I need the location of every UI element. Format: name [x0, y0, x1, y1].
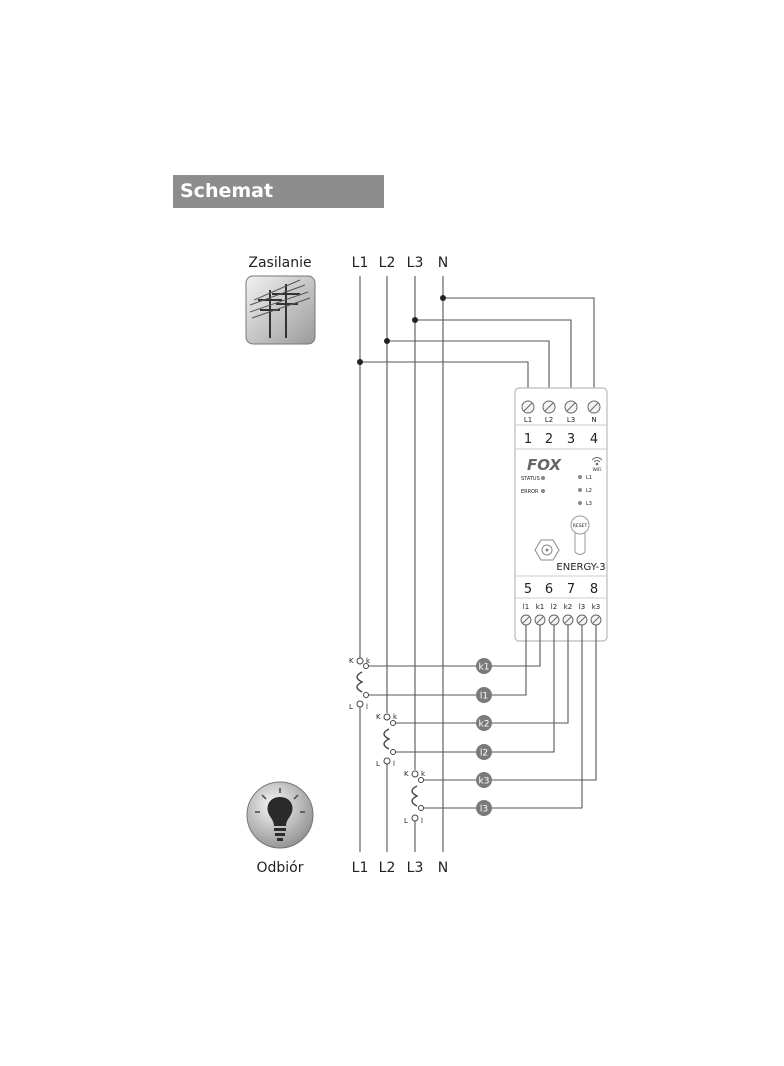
ct3-mark-K: K [404, 770, 409, 778]
terminal-number-1: 1 [524, 432, 532, 447]
line-label-bottom-l1: L1 [352, 860, 369, 876]
phase-led-label-l2: L2 [586, 488, 592, 494]
svg-text:k2: k2 [479, 720, 490, 730]
line-label-bottom-n: N [438, 860, 448, 876]
reset-button[interactable] [570, 515, 590, 555]
terminal-number-8: 8 [590, 582, 598, 597]
ct2-mark-L: L [376, 760, 380, 768]
ct3-mark-L: L [404, 817, 408, 825]
power-pylon-icon [245, 275, 316, 345]
line-label-top-n: N [438, 255, 448, 271]
model-label: ENERGY-3 [556, 562, 605, 573]
ct2-mark-l: l [393, 760, 395, 768]
supply-label: Zasilanie [248, 255, 311, 271]
top-screw-terminals [521, 400, 601, 414]
terminal-label-bottom-k2: k2 [564, 603, 573, 611]
light-bulb-icon [246, 781, 314, 849]
wifi-icon [591, 457, 603, 466]
antenna-connector-icon [534, 539, 560, 561]
ct1-mark-l: l [366, 703, 368, 711]
status-led [541, 476, 545, 480]
svg-text:l3: l3 [480, 805, 488, 815]
terminal-label-bottom-k1: k1 [536, 603, 545, 611]
svg-text:l1: l1 [480, 692, 488, 702]
wire-badge-k2: k2 [476, 715, 492, 731]
ct1-mark-K: K [349, 657, 354, 665]
wire-badge-k3: k3 [476, 772, 492, 788]
wire-badge-k1: k1 [476, 658, 492, 674]
terminal-label-bottom-l1: l1 [523, 603, 529, 611]
wire-badge-l1: l1 [476, 687, 492, 703]
error-led [541, 489, 545, 493]
terminal-label-bottom-l3: l3 [579, 603, 585, 611]
wifi-label: WiFi [592, 467, 601, 473]
terminal-number-2: 2 [545, 432, 553, 447]
phase-led-label-l1: L1 [586, 475, 592, 481]
line-label-top-l2: L2 [379, 255, 396, 271]
phase-led-l3 [578, 501, 582, 505]
ct2-mark-k: k [393, 713, 398, 721]
ct1-mark-k: k [366, 657, 371, 665]
svg-text:k3: k3 [479, 777, 490, 787]
terminal-label-bottom-k3: k3 [592, 603, 601, 611]
terminal-label-bottom-l2: l2 [551, 603, 557, 611]
wire-badge-l3: l3 [476, 800, 492, 816]
line-label-top-l1: L1 [352, 255, 369, 271]
terminal-number-4: 4 [590, 432, 598, 447]
wire-badge-l2: l2 [476, 744, 492, 760]
terminal-label-l2: L2 [545, 416, 553, 424]
error-label: ERROR [521, 489, 539, 495]
bottom-screw-terminals [520, 614, 602, 626]
ct3-mark-k: k [421, 770, 426, 778]
supply-taps [360, 297, 595, 400]
terminal-number-6: 6 [545, 582, 553, 597]
terminal-number-5: 5 [524, 582, 532, 597]
phase-led-label-l3: L3 [586, 501, 592, 507]
terminal-number-7: 7 [567, 582, 575, 597]
phase-led-l2 [578, 488, 582, 492]
junction-dots [357, 295, 446, 365]
svg-text:l2: l2 [480, 749, 488, 759]
load-label: Odbiór [256, 860, 303, 876]
terminal-label-l1: L1 [524, 416, 532, 424]
current-transformer-3 [411, 770, 424, 822]
brand-logo: FOX [527, 456, 562, 474]
page-title: Schemat podłączenia [173, 175, 384, 235]
reset-label: RESET [573, 523, 588, 529]
line-label-bottom-l2: L2 [379, 860, 396, 876]
terminal-number-3: 3 [567, 432, 575, 447]
phase-led-l1 [578, 475, 582, 479]
current-transformer-2 [383, 713, 396, 765]
ct2-mark-K: K [376, 713, 381, 721]
current-transformer-1 [356, 657, 369, 708]
main-lines [359, 276, 444, 852]
energy-meter-device: L1 L2 L3 N 1 2 3 4 FOX WiFi STATUS ERROR… [514, 387, 608, 642]
line-label-bottom-l3: L3 [407, 860, 424, 876]
ct1-mark-L: L [349, 703, 353, 711]
terminal-label-n: N [591, 416, 596, 424]
svg-text:k1: k1 [479, 663, 490, 673]
status-label: STATUS [521, 476, 540, 482]
line-label-top-l3: L3 [407, 255, 424, 271]
ct3-mark-l: l [421, 817, 423, 825]
terminal-label-l3: L3 [567, 416, 575, 424]
